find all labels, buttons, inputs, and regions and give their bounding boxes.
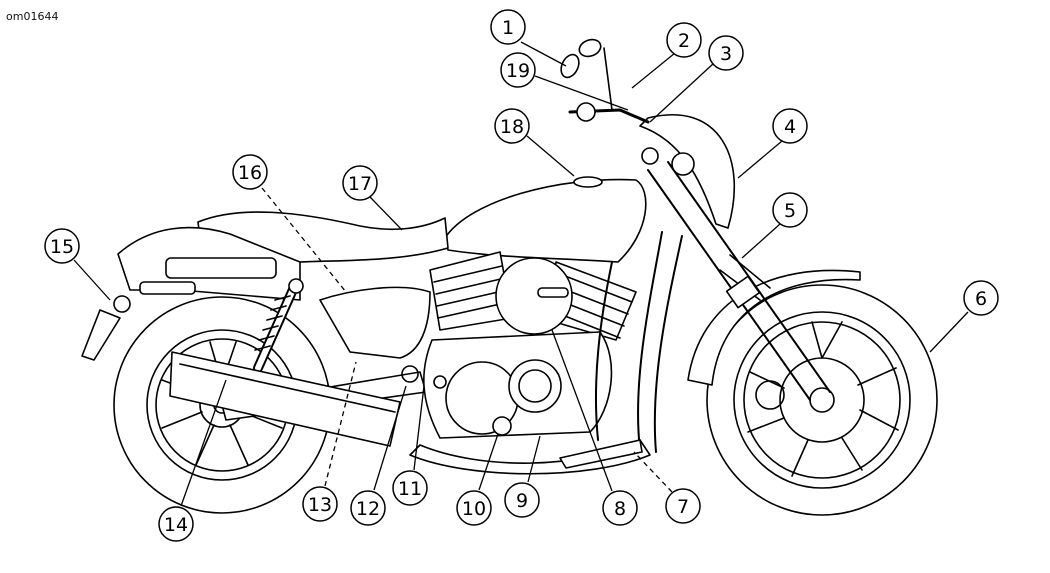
callout-11: 11 <box>392 470 428 506</box>
callout-number: 16 <box>238 162 262 184</box>
callout-circle <box>602 490 638 526</box>
callout-circle <box>232 154 268 190</box>
callout-circle <box>504 482 540 518</box>
callout-8: 8 <box>602 490 638 526</box>
callout-leader <box>631 52 676 89</box>
callout-number: 4 <box>784 116 796 138</box>
callout-circle <box>350 490 386 526</box>
callout-19: 19 <box>500 52 536 88</box>
fuel-cap <box>573 176 603 188</box>
callout-9: 9 <box>504 482 540 518</box>
exhaust-headers <box>594 231 683 453</box>
headlight-fairing <box>639 113 736 229</box>
callout-leader <box>551 329 613 492</box>
callout-number: 1 <box>502 17 514 39</box>
callout-leader <box>413 385 425 471</box>
callout-13: 13 <box>302 486 338 522</box>
callout-18: 18 <box>494 108 530 144</box>
callout-leader <box>737 140 783 179</box>
callout-number: 17 <box>348 173 372 195</box>
callout-number: 2 <box>678 30 690 52</box>
callout-circle <box>963 280 999 316</box>
callout-circle <box>708 35 744 71</box>
callout-number: 11 <box>398 478 422 500</box>
callout-leader <box>534 75 629 111</box>
callout-leader <box>373 385 407 491</box>
front-wheel <box>706 284 938 516</box>
leader-lines <box>73 41 969 507</box>
callout-circle <box>44 228 80 264</box>
callout-circle <box>158 506 194 542</box>
callout-14: 14 <box>158 506 194 542</box>
callout-4: 4 <box>772 108 808 144</box>
callout-leader <box>369 196 403 231</box>
callout-number: 8 <box>614 498 626 520</box>
motorcycle-illustration <box>81 38 938 516</box>
callout-2: 2 <box>666 22 702 58</box>
callout-1: 1 <box>490 9 526 45</box>
callout-leader <box>741 223 781 259</box>
callout-circle <box>772 108 808 144</box>
license-bracket <box>81 309 121 361</box>
callout-leader <box>633 451 673 493</box>
side-cover <box>319 286 431 359</box>
callout-number: 13 <box>308 494 332 516</box>
front-forks <box>647 161 831 401</box>
callout-leader <box>929 311 969 353</box>
callout-circle <box>665 488 701 524</box>
callout-circle <box>772 192 808 228</box>
handlebars <box>560 38 695 176</box>
callout-circle <box>494 108 530 144</box>
callout-circle <box>302 486 338 522</box>
fuel-tank <box>444 178 647 263</box>
callout-circle <box>342 165 378 201</box>
callout-5: 5 <box>772 192 808 228</box>
callout-16: 16 <box>232 154 268 190</box>
callout-leader <box>180 379 227 507</box>
air-cleaner <box>495 257 573 335</box>
lower-frame <box>409 439 651 475</box>
callout-number: 18 <box>500 116 524 138</box>
callout-circle <box>490 9 526 45</box>
callout-number: 15 <box>50 236 74 258</box>
callout-3: 3 <box>708 35 744 71</box>
callout-number: 7 <box>677 496 689 518</box>
callout-number: 19 <box>506 60 530 82</box>
rear-shock <box>253 278 304 373</box>
callout-number: 14 <box>164 514 188 536</box>
callout-15: 15 <box>44 228 80 264</box>
callout-6: 6 <box>963 280 999 316</box>
callout-leader <box>478 433 499 491</box>
callout-leader <box>527 435 541 483</box>
callout-number: 9 <box>516 490 528 512</box>
callout-leader <box>526 135 575 177</box>
callout-number: 10 <box>462 498 486 520</box>
callout-circle <box>392 470 428 506</box>
engine <box>401 251 637 439</box>
callout-number: 12 <box>356 498 380 520</box>
callout-circle <box>500 52 536 88</box>
front-fender <box>687 269 861 386</box>
callout-circle <box>456 490 492 526</box>
callout-number: 5 <box>784 200 796 222</box>
figure-id: om01644 <box>6 10 59 23</box>
callout-17: 17 <box>342 165 378 201</box>
callout-leader <box>520 41 567 67</box>
callout-leader <box>261 187 347 293</box>
callout-leader <box>649 62 715 123</box>
callout-7: 7 <box>665 488 701 524</box>
muffler <box>169 351 401 447</box>
callout-12: 12 <box>350 490 386 526</box>
callout-leader <box>73 259 111 301</box>
callout-circle <box>666 22 702 58</box>
callout-leader <box>324 361 357 487</box>
callout-number: 3 <box>720 43 732 65</box>
callout-number: 6 <box>975 288 987 310</box>
callout-10: 10 <box>456 490 492 526</box>
chin-spoiler <box>559 439 643 469</box>
